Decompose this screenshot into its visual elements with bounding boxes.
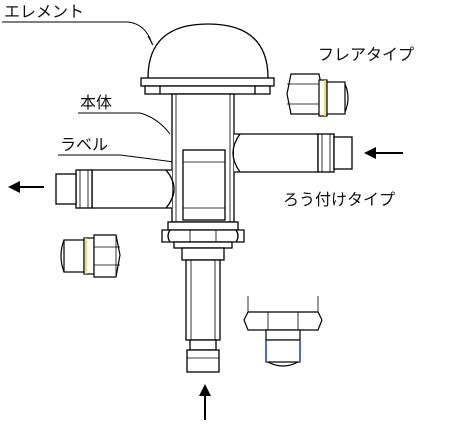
element-dome	[140, 23, 275, 95]
bottom-stem	[181, 247, 225, 373]
body-hex-nut	[161, 221, 245, 249]
label-body: 本体	[80, 93, 112, 112]
flow-arrow-right-in	[364, 147, 403, 159]
label-flare-type: フレアタイプ	[318, 45, 414, 64]
flare-fitting-left	[60, 234, 121, 278]
flow-arrow-left-out	[8, 181, 44, 193]
right-tube	[232, 133, 353, 173]
flare-fitting-bottom	[243, 296, 323, 367]
label-brazed-type: ろう付けタイプ	[283, 190, 395, 209]
flare-fitting-top	[286, 73, 349, 117]
label-element: エレメント	[4, 2, 84, 21]
left-tube	[55, 169, 175, 209]
label-label: ラベル	[60, 135, 108, 154]
name-label-plate	[182, 149, 226, 221]
flow-arrow-bottom-in	[199, 384, 211, 420]
